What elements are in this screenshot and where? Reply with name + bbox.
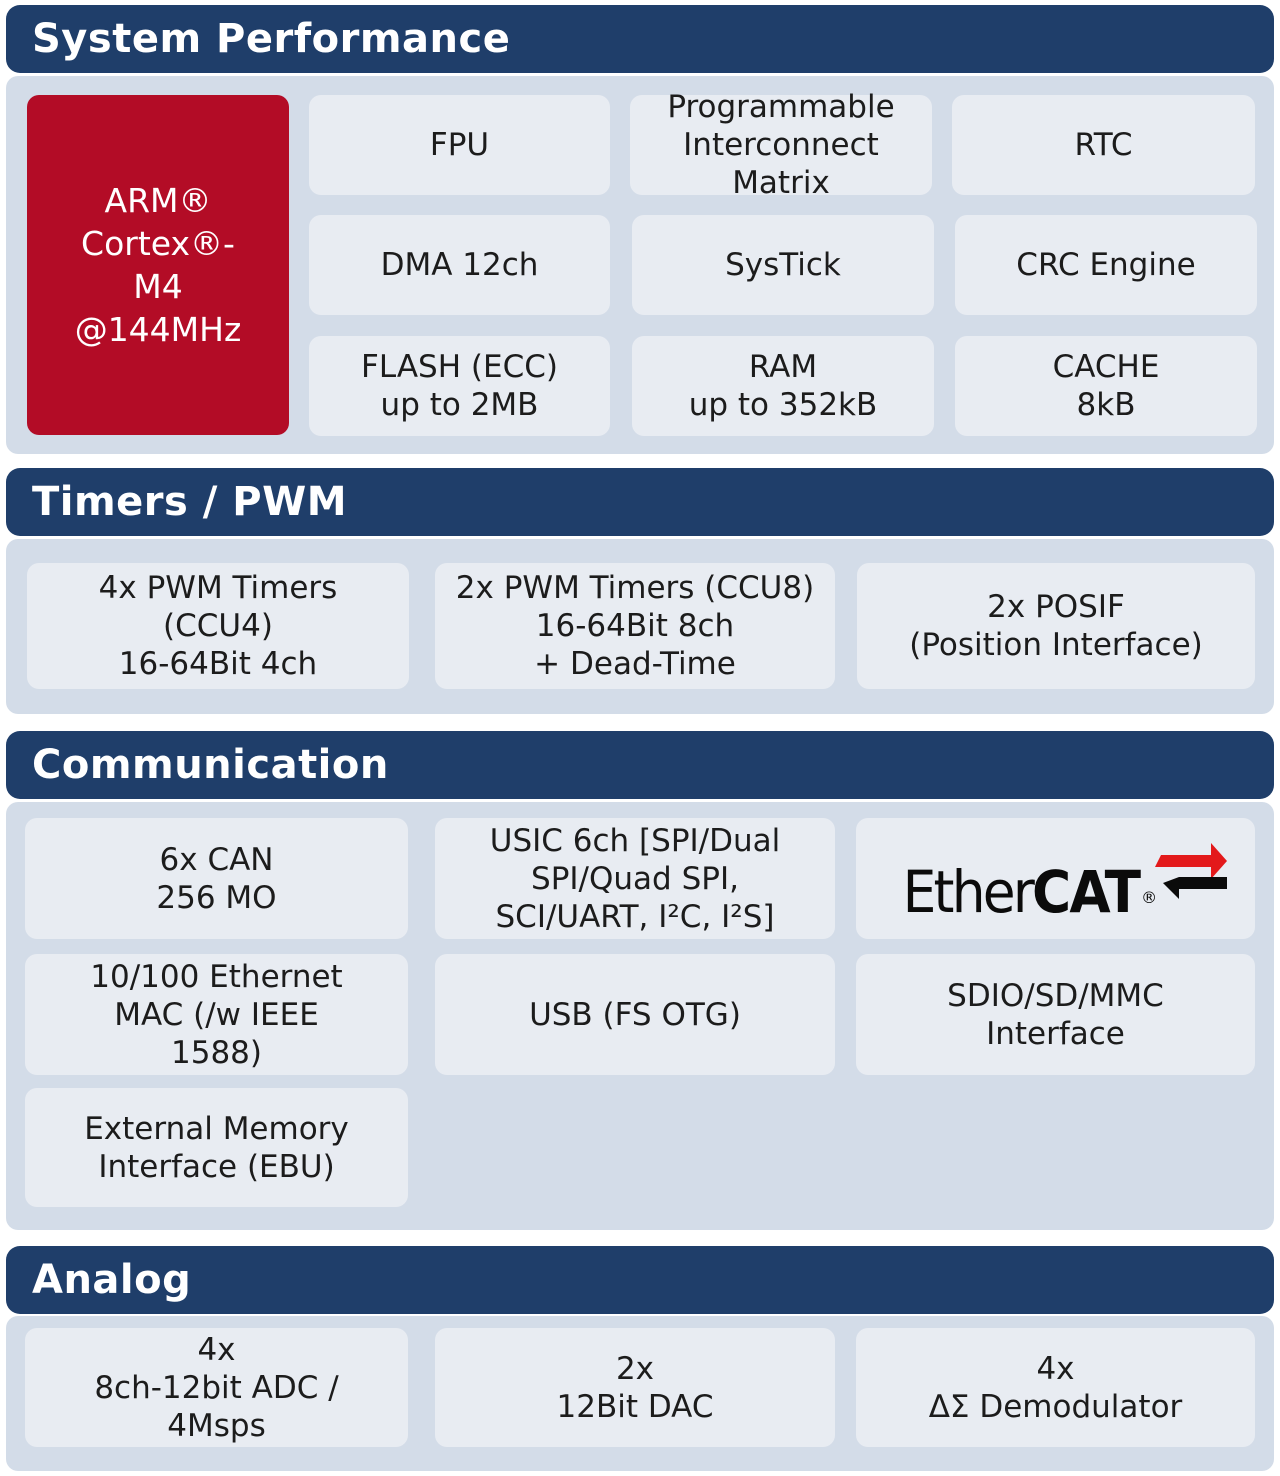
- ethercat-registered-mark: ®: [1141, 887, 1158, 907]
- block-text-line: RTC: [1074, 127, 1133, 163]
- block-text-line: SPI/Quad SPI,: [531, 860, 739, 897]
- block-text-line: External Memory: [84, 1110, 349, 1147]
- block-text-line: CRC Engine: [1016, 247, 1196, 283]
- ethercat-logo: EtherCAT ®: [882, 837, 1229, 921]
- block-text-line: Interface: [986, 1015, 1125, 1052]
- crc-engine-block: CRC Engine: [955, 215, 1257, 315]
- block-text-line: 2x PWM Timers (CCU8): [455, 570, 815, 606]
- block-text-line: 8kB: [1076, 387, 1136, 423]
- block-text-line: (CCU4): [163, 608, 273, 644]
- ethercat-black-arrow: [1163, 876, 1228, 899]
- dma-block: DMA 12ch: [309, 215, 610, 315]
- section-header-timers-pwm: Timers / PWM: [6, 468, 1274, 536]
- block-text-line: 10/100 Ethernet: [90, 958, 343, 995]
- block-text-line: 16-64Bit 4ch: [118, 646, 318, 682]
- block-text-line: MAC (/w IEEE: [114, 996, 319, 1033]
- rtc-block: RTC: [952, 95, 1255, 195]
- block-text-line: + Dead-Time: [534, 646, 736, 682]
- block-text-line: 256 MO: [156, 879, 277, 916]
- section-title: Timers / PWM: [32, 479, 348, 525]
- fpu-block: FPU: [309, 95, 610, 195]
- systick-block: SysTick: [632, 215, 934, 315]
- block-text-line: USIC 6ch [SPI/Dual: [489, 822, 781, 859]
- block-text-line: RAM: [748, 349, 818, 385]
- block-text-line: @144MHz: [74, 310, 242, 349]
- block-text-line: USB (FS OTG): [529, 996, 741, 1033]
- ccu8-timers-block: 2x PWM Timers (CCU8)16-64Bit 8ch+ Dead-T…: [435, 563, 835, 689]
- posif-block: 2x POSIF(Position Interface): [857, 563, 1255, 689]
- ccu4-timers-block: 4x PWM Timers(CCU4)16-64Bit 4ch: [27, 563, 409, 689]
- cpu-core-block: ARM® Cortex®- M4 @144MHz: [27, 95, 289, 435]
- block-text-line: SCI/UART, I²C, I²S]: [495, 898, 775, 935]
- block-text-line: 12Bit DAC: [556, 1388, 714, 1425]
- block-text-line: M4: [133, 267, 183, 306]
- ethercat-block: EtherCAT ®: [856, 818, 1255, 939]
- block-text-line: (Position Interface): [909, 627, 1203, 663]
- block-text-line: SDIO/SD/MMC: [947, 977, 1164, 1014]
- block-text-line: SysTick: [725, 247, 841, 283]
- block-text-line: 2x: [615, 1350, 655, 1387]
- ethercat-red-arrow: [1155, 842, 1228, 879]
- section-title: Communication: [32, 742, 389, 788]
- section-header-communication: Communication: [6, 731, 1274, 799]
- ethercat-arrows-icon: [1155, 842, 1228, 899]
- ethercat-ether-text: Ether: [902, 857, 1034, 926]
- block-text-line: 4Msps: [167, 1407, 266, 1444]
- block-text-line: FPU: [429, 127, 490, 163]
- block-text-line: ARM®: [104, 181, 212, 220]
- ethercat-cat-text: CAT: [1031, 857, 1141, 926]
- block-text-line: 6x CAN: [159, 841, 274, 878]
- block-text-line: Interconnect: [683, 127, 879, 163]
- flash-block: FLASH (ECC)up to 2MB: [309, 336, 610, 436]
- block-text-line: 4x PWM Timers: [98, 570, 338, 606]
- block-text-line: 4x: [1036, 1350, 1075, 1387]
- section-title: System Performance: [32, 16, 511, 62]
- ethercat-logo-text: EtherCAT: [902, 863, 1140, 921]
- block-text-line: up to 352kB: [688, 387, 878, 423]
- block-text-line: CACHE: [1052, 349, 1160, 385]
- block-text-line: Programmable: [667, 89, 895, 125]
- block-text-line: Cortex®-: [81, 224, 235, 263]
- usb-block: USB (FS OTG): [435, 954, 835, 1075]
- block-text-line: up to 2MB: [380, 387, 539, 423]
- block-text-line: ΔΣ Demodulator: [928, 1388, 1183, 1425]
- block-text-line: Interface (EBU): [98, 1148, 335, 1185]
- block-text-line: 4x: [197, 1331, 236, 1368]
- block-text-line: DMA 12ch: [380, 247, 539, 283]
- section-title: Analog: [32, 1257, 192, 1303]
- section-header-system-performance: System Performance: [6, 5, 1274, 73]
- section-header-analog: Analog: [6, 1246, 1274, 1314]
- block-text-line: 2x POSIF: [987, 589, 1125, 625]
- block-text-line: Matrix: [732, 165, 830, 201]
- block-text-line: 1588): [171, 1034, 262, 1071]
- block-text-line: 8ch-12bit ADC /: [94, 1369, 339, 1406]
- block-text-line: FLASH (ECC): [361, 349, 558, 385]
- block-text-line: 16-64Bit 8ch: [535, 608, 735, 644]
